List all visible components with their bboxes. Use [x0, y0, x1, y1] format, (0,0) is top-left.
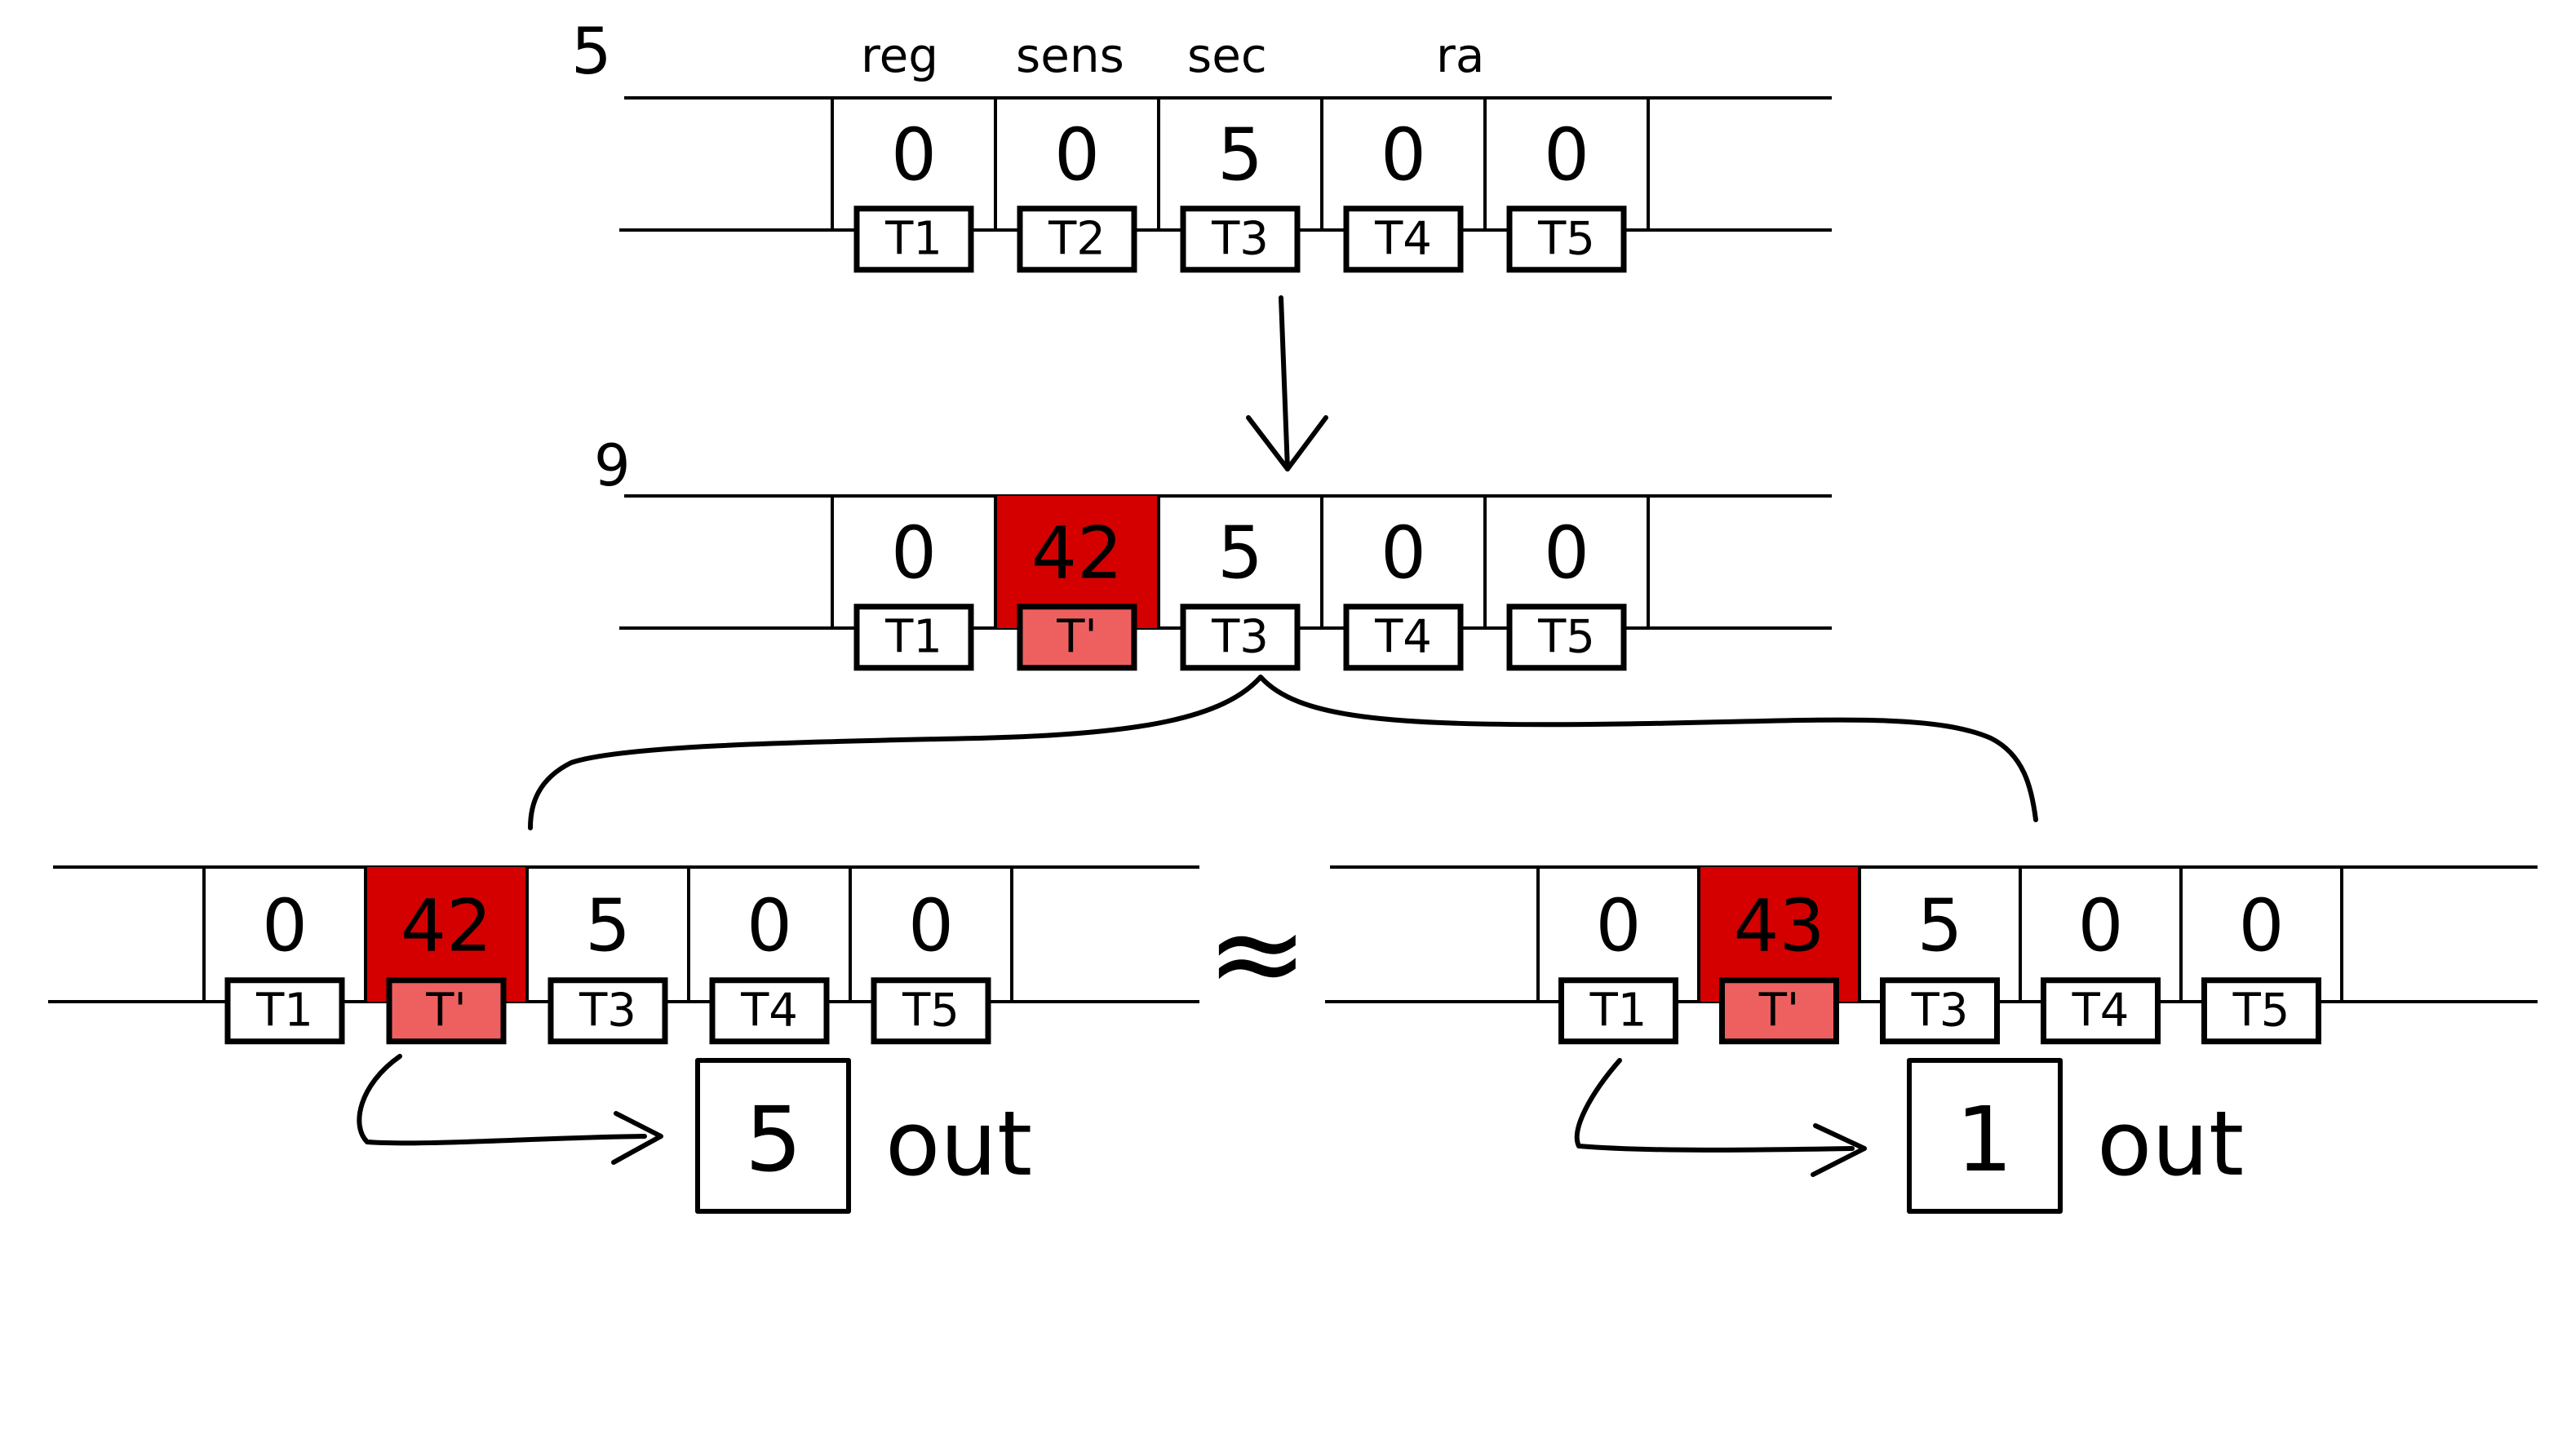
- tag-box: [1506, 604, 1627, 671]
- tag-label: T': [1758, 984, 1800, 1037]
- tape-row-middle: 0 42 5 0 0T1 T' T3 T4 T5: [619, 494, 1832, 671]
- branch-curve: [528, 675, 2038, 830]
- left-output-label: out: [885, 1091, 1032, 1196]
- cell-value: 5: [1217, 511, 1263, 595]
- cell-value: 43: [1734, 883, 1825, 967]
- header-label-sec: sec: [1187, 28, 1267, 83]
- tag-box: [2041, 977, 2161, 1045]
- tag-box: [853, 604, 974, 671]
- tag-box: [1719, 977, 1839, 1045]
- tag-label: T3: [1211, 610, 1269, 663]
- cell-value: 0: [1381, 113, 1426, 197]
- tape-row-top: 0 0 5 0 0T1 T2 T3 T4 T5: [619, 96, 1832, 273]
- tag-label: T5: [902, 984, 960, 1037]
- left-output-arrow: [357, 1054, 647, 1146]
- cell-value: 0: [1054, 113, 1100, 197]
- cell-value: 0: [262, 883, 308, 967]
- tag-label: T3: [1211, 212, 1269, 265]
- tag-label: T': [1056, 610, 1097, 663]
- tag-box: [1558, 977, 1678, 1045]
- right-output-arrowhead: [1811, 1123, 1867, 1177]
- tag-box: [1180, 604, 1301, 671]
- tag-box: [386, 977, 507, 1045]
- tag-label: T1: [884, 212, 942, 265]
- tag-label: T5: [1537, 610, 1595, 663]
- cell-value: 0: [1544, 113, 1589, 197]
- tag-label: T1: [1589, 984, 1647, 1037]
- down-arrow: [1246, 295, 1328, 471]
- cell-value: 0: [1596, 883, 1642, 967]
- tag-box: [2201, 977, 2321, 1045]
- cell-value: 0: [908, 883, 954, 967]
- tag-label: T4: [2072, 984, 2130, 1037]
- right-output-arrow: [1574, 1058, 1855, 1153]
- right-output-label: out: [2097, 1091, 2244, 1196]
- tape-row-right: 0 43 5 0 0T1 T' T3 T4 T5: [1325, 865, 2538, 1045]
- tag-box: [871, 977, 991, 1045]
- tag-label: T1: [884, 610, 942, 663]
- tape-row-left: 0 42 5 0 0T1 T' T3 T4 T5: [48, 865, 1199, 1045]
- tag-label: T1: [255, 984, 313, 1037]
- cell-value: 0: [2239, 883, 2285, 967]
- tag-box: [1506, 206, 1627, 273]
- cell-value: 5: [1917, 883, 1963, 967]
- tag-box: [709, 977, 830, 1045]
- tag-label: T4: [1374, 212, 1432, 265]
- header-label-reg: reg: [861, 28, 938, 83]
- tag-box: [853, 206, 974, 273]
- left-output-arrowhead: [611, 1111, 663, 1165]
- cell-value: 0: [891, 113, 937, 197]
- cell-value: 0: [891, 511, 937, 595]
- header-label-sens: sens: [1016, 28, 1124, 83]
- tag-label: T': [425, 984, 467, 1037]
- cell-value: 0: [1544, 511, 1589, 595]
- tag-label: T2: [1048, 212, 1106, 265]
- tag-label: T4: [740, 984, 798, 1037]
- tag-label: T4: [1374, 610, 1432, 663]
- cell-value: 5: [585, 883, 631, 967]
- tag-label: T5: [2232, 984, 2290, 1037]
- cell-value: 0: [2078, 883, 2124, 967]
- tag-box: [1343, 604, 1464, 671]
- tag-box: [224, 977, 345, 1045]
- header-label-ra: ra: [1436, 28, 1484, 83]
- approx-equal-symbol: ≈: [1206, 883, 1309, 1025]
- tag-box: [1343, 206, 1464, 273]
- tag-label: T3: [578, 984, 636, 1037]
- tag-box: [547, 977, 668, 1045]
- left-output-value: 5: [745, 1087, 802, 1192]
- step-marker-top: 5: [571, 15, 612, 89]
- cell-value: 42: [1031, 511, 1123, 595]
- tag-box: [1017, 206, 1137, 273]
- tag-label: T5: [1537, 212, 1595, 265]
- tag-box: [1180, 206, 1301, 273]
- cell-value: 0: [1381, 511, 1426, 595]
- cell-value: 5: [1217, 113, 1263, 197]
- tag-box: [1880, 977, 2000, 1045]
- right-output-value: 1: [1956, 1087, 2013, 1192]
- tag-label: T3: [1911, 984, 1969, 1037]
- tag-box: [1017, 604, 1137, 671]
- left-output-box: [695, 1058, 851, 1214]
- right-output-box: [1907, 1058, 2063, 1214]
- cell-value: 42: [401, 883, 492, 967]
- step-marker-middle: 9: [594, 432, 631, 499]
- cell-value: 0: [747, 883, 792, 967]
